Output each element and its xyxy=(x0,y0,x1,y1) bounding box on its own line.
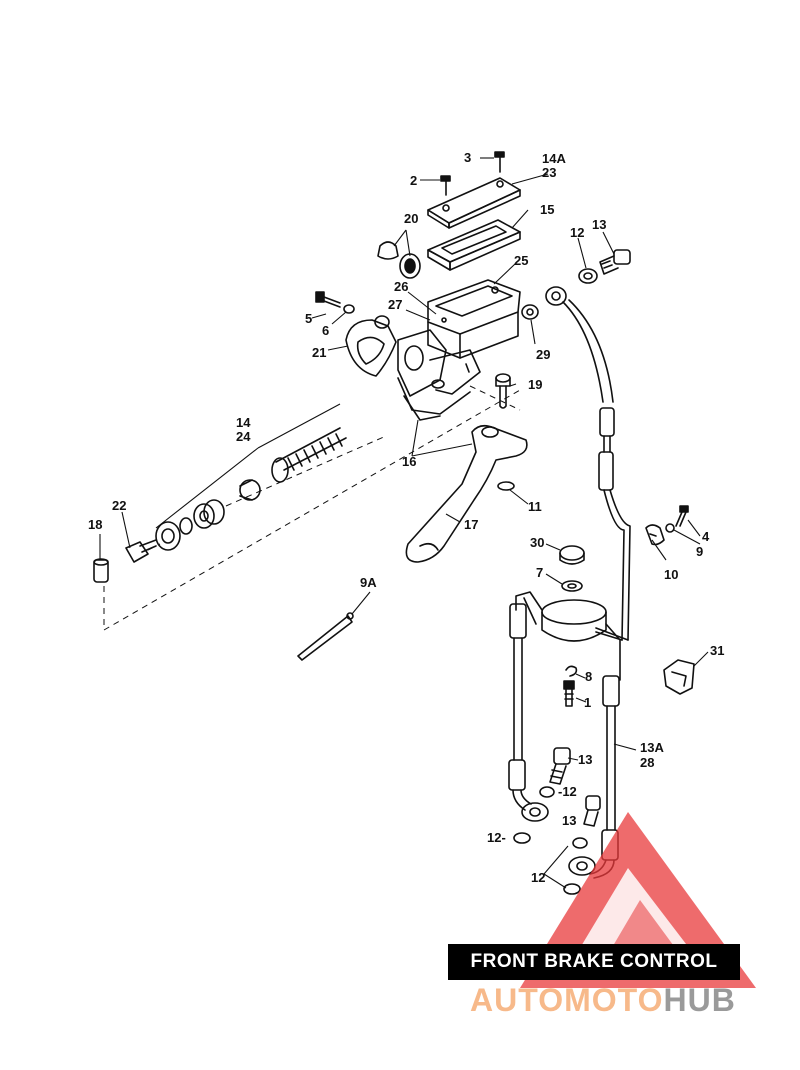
callout-9: 9 xyxy=(696,544,704,559)
callout-12-mid: -12 xyxy=(558,784,577,799)
washers-12-bottom xyxy=(563,837,588,895)
callout-15: 15 xyxy=(540,202,555,217)
callout-23: 23 xyxy=(542,165,557,180)
callout-9a: 9A xyxy=(360,575,377,590)
diagram-title: FRONT BRAKE CONTROL xyxy=(448,944,740,980)
callout-5: 5 xyxy=(305,311,313,326)
pivot-pin-19 xyxy=(495,373,511,409)
clamp-21 xyxy=(345,315,397,377)
banjo-bolt-13-mid xyxy=(549,747,571,785)
watermark-text-part2: HUB xyxy=(663,982,736,1018)
clip-9a xyxy=(297,612,354,661)
callout-13a: 13A xyxy=(640,740,664,755)
watermark-logo: AUTOMOTOHUB xyxy=(470,982,736,1019)
callout-6: 6 xyxy=(322,323,330,338)
reservoir-gasket xyxy=(427,219,521,271)
callout-14: 14 xyxy=(236,415,251,430)
brake-line-upper xyxy=(545,286,631,641)
push-rod-22 xyxy=(125,539,157,563)
callout-17: 17 xyxy=(464,517,479,532)
callout-27: 27 xyxy=(388,297,403,312)
callout-12-bottom: 12 xyxy=(531,870,546,885)
callout-14a: 14A xyxy=(542,151,566,166)
callout-29: 29 xyxy=(536,347,551,362)
callout-16: 16 xyxy=(402,454,417,469)
nut-9 xyxy=(665,523,675,533)
washer-7 xyxy=(561,580,583,592)
callout-1: 1 xyxy=(584,695,592,710)
washer-29 xyxy=(521,304,539,320)
brake-lever xyxy=(405,424,528,563)
washer-12-low xyxy=(513,832,531,844)
callout-13-top: 13 xyxy=(592,217,607,232)
washer-11 xyxy=(497,481,515,491)
brake-hose-left xyxy=(508,591,549,822)
clamp-10 xyxy=(645,524,665,546)
screw-5 xyxy=(315,291,341,308)
callout-20: 20 xyxy=(404,211,419,226)
spring-14 xyxy=(275,427,347,471)
boot-18 xyxy=(93,558,109,583)
clip-8 xyxy=(565,665,578,677)
callout-11: 11 xyxy=(528,499,542,514)
piston-cup xyxy=(239,457,289,501)
boot-20-a xyxy=(377,241,399,260)
junction-block xyxy=(541,599,607,642)
callout-13-mid: 13 xyxy=(578,752,593,767)
callout-31: 31 xyxy=(710,643,725,658)
washer-12-mid xyxy=(539,786,555,798)
washer-30 xyxy=(559,545,585,565)
callout-3: 3 xyxy=(464,150,472,165)
screw-1 xyxy=(563,680,575,707)
callout-21: 21 xyxy=(312,345,327,360)
callout-24: 24 xyxy=(236,429,251,444)
screw-3 xyxy=(494,151,505,173)
callout-13-low: 13 xyxy=(562,813,577,828)
callout-12-low: 12- xyxy=(487,830,506,845)
callout-8: 8 xyxy=(585,669,593,684)
callout-19: 19 xyxy=(528,377,543,392)
callout-22: 22 xyxy=(112,498,127,513)
screw-4 xyxy=(675,505,689,527)
watermark-text-part1: AUTOMOTO xyxy=(470,982,664,1018)
piston-assembly xyxy=(155,499,225,551)
callout-26: 26 xyxy=(394,279,409,294)
callout-12-top: 12 xyxy=(570,225,585,240)
callout-30: 30 xyxy=(530,535,545,550)
banjo-bolt-13-low xyxy=(583,795,601,827)
callout-7: 7 xyxy=(536,565,544,580)
callout-4: 4 xyxy=(702,529,710,544)
washer-6 xyxy=(343,304,355,314)
screw-2 xyxy=(440,175,451,196)
callout-10: 10 xyxy=(664,567,679,582)
clip-31 xyxy=(663,659,695,695)
reservoir-cover xyxy=(427,177,521,229)
washer-12-top xyxy=(578,268,598,284)
banjo-bolt-13-top xyxy=(599,249,631,275)
boot-20-b xyxy=(399,253,421,279)
callout-28: 28 xyxy=(640,755,655,770)
master-cylinder-body xyxy=(397,279,521,421)
callout-25: 25 xyxy=(514,253,529,268)
callout-18: 18 xyxy=(88,517,103,532)
callout-2: 2 xyxy=(410,173,418,188)
